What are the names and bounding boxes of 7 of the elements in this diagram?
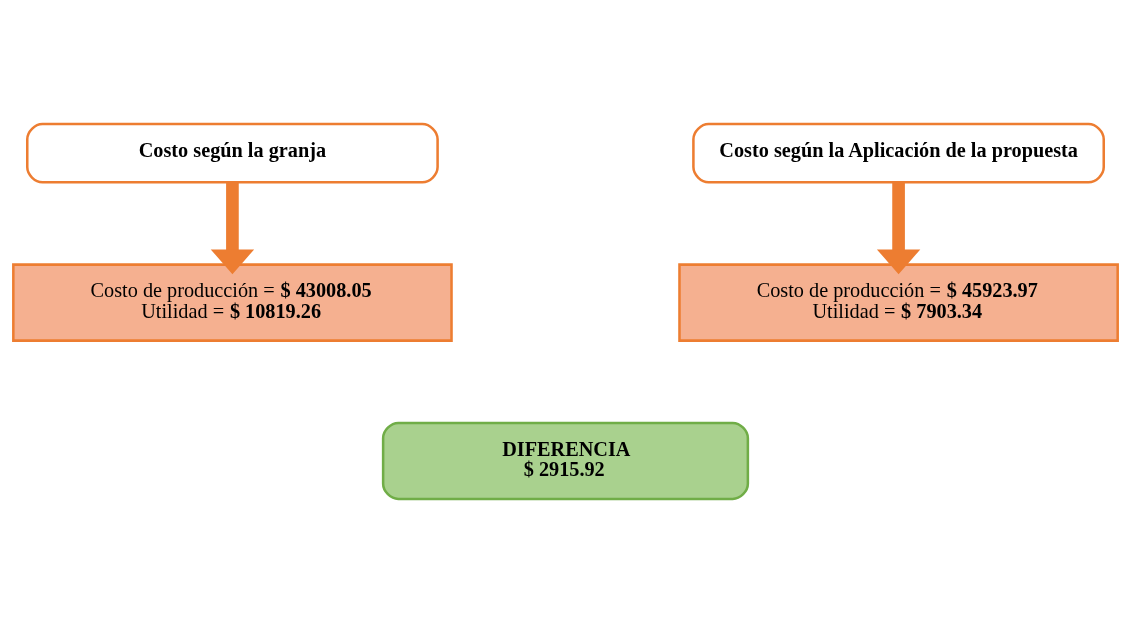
arrow: [876, 181, 921, 274]
node-box: Costo de producción = $ 45923.97 Utilidad = $ 7903.34: [678, 262, 1119, 342]
node-box: DIFERENCIA $ 2915.92: [381, 421, 750, 500]
arrow: [210, 181, 255, 274]
node-box: Costo de producción = $ 43008.05 Utilidad = $ 10819.26: [12, 262, 453, 342]
node-box: Costo según la Aplicación de la propuesta: [692, 122, 1105, 184]
node-box: Costo según la granja: [26, 122, 439, 184]
